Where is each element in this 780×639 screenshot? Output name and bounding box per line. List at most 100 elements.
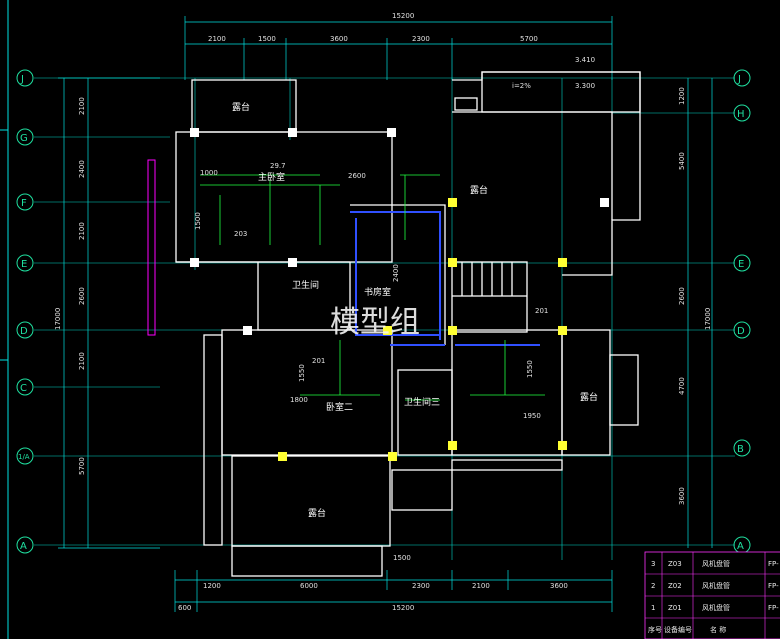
tag-201-right: 201 [535, 307, 548, 315]
bottom-span-4: 2100 [472, 582, 490, 590]
grid-bubble-right-E: E [733, 254, 751, 272]
air-ducts [350, 211, 540, 346]
grid-bubble-left-1A: 1/A [16, 447, 34, 465]
bottom-span-5: 3600 [550, 582, 568, 590]
legend-header-code: 设备编号 [664, 625, 692, 634]
left-total-dim: 17000 [54, 308, 62, 330]
bottom-total-dim: 15200 [392, 604, 414, 612]
grid-bubble-left-E: E [16, 254, 34, 272]
legend-row3-code: Z03 [668, 560, 682, 568]
room-balcony-top-left: 露台 [232, 101, 250, 113]
svg-text:E: E [738, 259, 744, 270]
top-span-2: 1500 [258, 35, 276, 43]
roof-slope: i=2% [512, 82, 531, 90]
room-balcony-bottom: 露台 [308, 507, 326, 519]
grid-bubble-right-B: B [733, 439, 751, 457]
legend-row3-no: 3 [651, 560, 655, 568]
dim-1550-right: 1550 [526, 360, 534, 378]
tag-201-left: 201 [312, 357, 325, 365]
legend-row1-model: FP- [768, 604, 779, 612]
right-span-1: 1200 [678, 87, 686, 105]
room-balcony-right: 露台 [470, 184, 488, 196]
left-span-3: 2100 [78, 222, 86, 240]
legend-row2-code: Z02 [668, 582, 682, 590]
room-balcony-far-right: 露台 [580, 391, 598, 403]
room-master-bedroom: 主卧室 [258, 171, 285, 183]
legend-row2-no: 2 [651, 582, 655, 590]
left-span-2: 2400 [78, 160, 86, 178]
grid-bubble-right-A: A [733, 536, 751, 554]
bottom-span-3: 2300 [412, 582, 430, 590]
dim-1500-bottom: 1500 [393, 554, 411, 562]
room-bedroom-two: 卧室二 [326, 401, 353, 413]
svg-text:J: J [737, 74, 741, 85]
room-study: 书房室 [364, 286, 391, 298]
svg-text:C: C [20, 383, 27, 394]
bottom-dimension-chain [174, 570, 613, 612]
white-columns [190, 128, 609, 335]
grid-bubble-left-D: D [16, 321, 34, 339]
dim-2600: 2600 [348, 172, 366, 180]
right-span-4: 4700 [678, 377, 686, 395]
walls [175, 71, 641, 577]
svg-text:G: G [20, 133, 28, 144]
dim-1950: 1950 [523, 412, 541, 420]
right-span-2: 5400 [678, 152, 686, 170]
bottom-span-1: 1200 [203, 582, 221, 590]
legend-row1-name: 风机盘管 [702, 603, 730, 612]
right-total-dim: 17000 [704, 308, 712, 330]
structural-columns [278, 198, 567, 461]
svg-text:A: A [737, 541, 744, 552]
grid-bubble-left-A: A [16, 536, 34, 554]
dim-1000: 1000 [200, 169, 218, 177]
dim-2400: 2400 [392, 264, 400, 282]
legend-row1-code: Z01 [668, 604, 682, 612]
grid-bubble-left-G: G [16, 128, 34, 146]
top-total-dim: 15200 [392, 12, 414, 20]
top-dimension-chain [184, 16, 613, 80]
equipment-legend-table [644, 551, 780, 639]
legend-row1-no: 1 [651, 604, 655, 612]
left-dimension-chain [58, 77, 160, 549]
svg-text:1/A: 1/A [18, 453, 30, 461]
right-span-3: 2600 [678, 287, 686, 305]
grid-bubble-right-D: D [733, 321, 751, 339]
top-span-5: 5700 [520, 35, 538, 43]
pipe-runs [200, 174, 545, 401]
tag-203: 203 [234, 230, 247, 238]
dim-1550-left: 1550 [298, 364, 306, 382]
legend-row3-name: 风机盘管 [702, 559, 730, 568]
grid-bubble-left-F: F [16, 193, 34, 211]
top-span-3: 3600 [330, 35, 348, 43]
legend-header-name: 名 称 [710, 625, 726, 634]
right-span-5: 3600 [678, 487, 686, 505]
legend-row3-model: FP- [768, 560, 779, 568]
svg-text:D: D [737, 326, 745, 337]
right-dimension-chain [687, 78, 713, 548]
svg-text:D: D [20, 326, 28, 337]
dim-1800: 1800 [290, 396, 308, 404]
left-span-1: 2100 [78, 97, 86, 115]
left-span-6: 5700 [78, 457, 86, 475]
left-span-5: 2100 [78, 352, 86, 370]
svg-text:F: F [21, 198, 27, 209]
svg-text:A: A [20, 541, 27, 552]
watermark: 模型组 [330, 305, 420, 340]
legend-row2-model: FP- [768, 582, 779, 590]
svg-text:B: B [737, 444, 744, 455]
legend-header-no: 序号 [648, 625, 662, 634]
top-span-4: 2300 [412, 35, 430, 43]
grid-bubble-right-H: H [733, 104, 751, 122]
height-mark: 29.7 [270, 162, 286, 170]
dim-1500-vert: 1500 [194, 212, 202, 230]
elevation-b: 3.300 [575, 82, 595, 90]
svg-text:H: H [737, 109, 745, 120]
legend-row2-name: 风机盘管 [702, 581, 730, 590]
bottom-span-2: 6000 [300, 582, 318, 590]
bottom-extra-dim: 600 [178, 604, 191, 612]
svg-text:E: E [21, 259, 27, 270]
elevation-a: 3.410 [575, 56, 595, 64]
room-bathroom-three: 卫生间三 [404, 396, 440, 408]
grid-bubble-left-C: C [16, 378, 34, 396]
